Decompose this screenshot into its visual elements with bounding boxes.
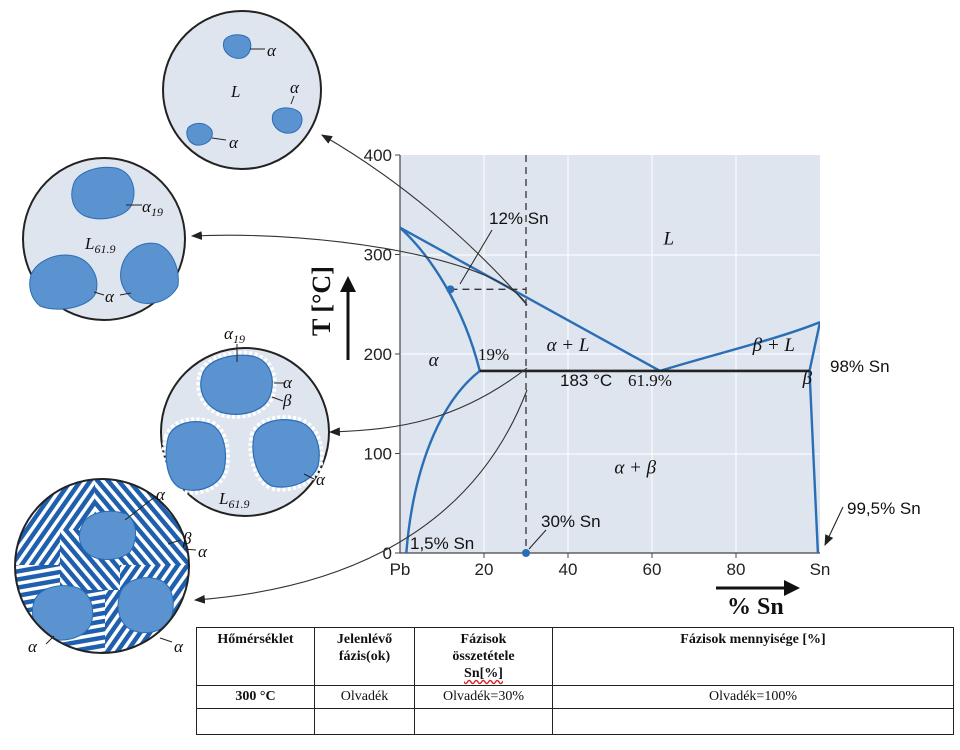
label-19-percent: 19%: [478, 345, 509, 364]
region-label: β + L: [752, 335, 795, 356]
x-axis-title: % Sn: [727, 594, 784, 620]
micro3-alpha19-label: α19: [224, 324, 245, 346]
boundary-solidus-beta: [808, 321, 820, 372]
micro1-alpha-label: α: [267, 41, 277, 60]
connector-arrows: [190, 134, 528, 604]
label-98-sn: 98% Sn: [830, 357, 890, 376]
micro4-alpha-label: α: [156, 485, 166, 504]
micro4-alpha-label-3: α: [28, 637, 38, 656]
microstructure-room-temperature: α β α α α: [14, 478, 208, 656]
boundary-liquidus-alpha: [400, 226, 661, 372]
x-tick-label: 40: [559, 560, 578, 579]
x-axis-arrow-icon: [784, 580, 800, 596]
region-label: α: [429, 350, 440, 371]
x-tick-label: 60: [643, 560, 662, 579]
micro2-alpha19-label: α19: [142, 197, 163, 219]
y-tick-label: 300: [364, 246, 392, 265]
boundary-solvus-beta: [808, 370, 820, 553]
y-tick-label: 400: [364, 146, 392, 165]
label-eutectic-composition: 61.9%: [628, 371, 672, 390]
table-empty-row: [196, 708, 954, 735]
y-axis-arrow-icon: [340, 276, 356, 292]
microstructure-liquid-alpha19: α19 L61.9 α: [22, 157, 186, 321]
region-label: α + L: [547, 335, 590, 356]
label-eutectic-temperature: 183 °C: [560, 371, 612, 390]
y-tick-label: 0: [383, 544, 392, 563]
header-amount: Fázisok mennyisége [%]: [552, 627, 954, 686]
header-temperature: Hőmérséklet: [196, 627, 315, 686]
region-label: β: [802, 368, 813, 389]
micro2-alpha-label: α: [105, 287, 115, 306]
y-axis-title: T [°C]: [307, 266, 336, 336]
label-12-sn: 12% Sn: [489, 209, 549, 228]
y-tick-label: 200: [364, 345, 392, 364]
cell-phases: Olvadék: [314, 685, 415, 709]
label-1-5-sn: 1,5% Sn: [410, 534, 474, 553]
point-12-sn: [446, 285, 455, 294]
micro4-alpha-label-4: α: [174, 637, 184, 656]
microstructure-liquid-alpha: α α α L: [162, 10, 322, 170]
micro4-beta-label: β: [182, 529, 192, 548]
boundary-liquidus-beta: [659, 321, 820, 373]
micro3-beta-label: β: [282, 391, 292, 410]
x-tick-label: 80: [727, 560, 746, 579]
region-label: α + β: [614, 457, 656, 478]
micro1-liquid-label: L: [230, 82, 240, 101]
micro1-alpha-label-3: α: [290, 78, 300, 97]
label-30-sn: 30% Sn: [541, 512, 601, 531]
cell-composition: Olvadék=30%: [414, 685, 553, 709]
point-30-sn: [522, 549, 530, 557]
label-99-5-sn: 99,5% Sn: [847, 499, 921, 518]
x-end-label-sn: Sn: [810, 560, 831, 579]
micro3-liquid-label: L61.9: [218, 489, 249, 511]
micro2-liquid-label: L61.9: [84, 234, 115, 256]
micro1-alpha-label-2: α: [229, 133, 239, 152]
x-tick-label: 20: [475, 560, 494, 579]
table-row: 300 °C Olvadék Olvadék=30% Olvadék=100%: [196, 685, 954, 709]
y-tick-label: 100: [364, 445, 392, 464]
micro3-alpha-label: α: [283, 373, 293, 392]
micro3-alpha-label-2: α: [316, 470, 326, 489]
microstructure-eutectic-forming: α19 α β α L61.9: [160, 324, 330, 517]
x-end-label-pb: Pb: [390, 560, 411, 579]
micro4-alpha-label-2: α: [198, 542, 208, 561]
boundary-solidus-alpha: [400, 226, 481, 372]
cell-amount: Olvadék=100%: [552, 685, 954, 709]
cell-temperature: 300 °C: [196, 685, 315, 709]
boundary-solvus-alpha: [405, 369, 481, 553]
region-label: L: [663, 229, 675, 250]
